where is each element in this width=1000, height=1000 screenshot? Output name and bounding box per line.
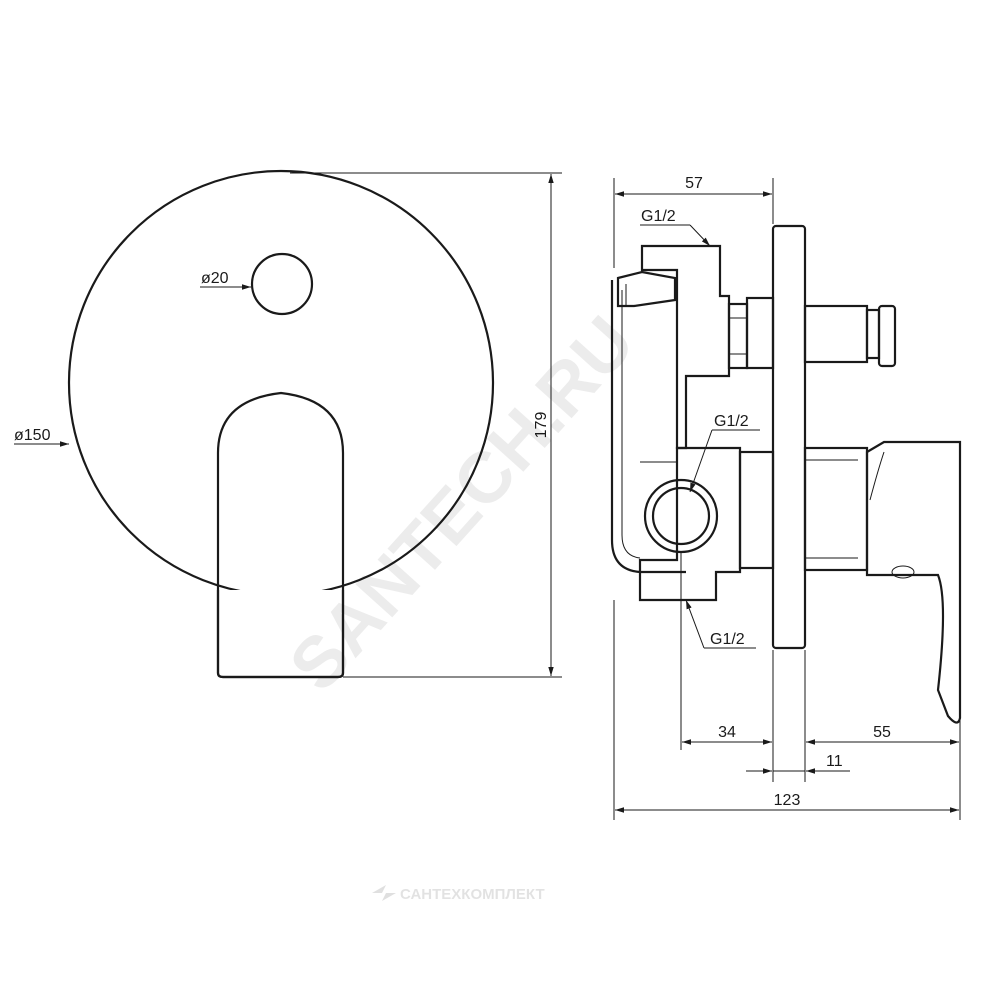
- dim-11-label: 11: [826, 753, 843, 770]
- thread-middle-label: G1/2: [714, 413, 749, 430]
- outlet-port-outer: [643, 478, 719, 554]
- dim-height-label: 179: [533, 412, 550, 439]
- leader-thread-bottom: [685, 599, 705, 649]
- dim-123-label: 123: [774, 792, 801, 809]
- side-view: 57 G1/2 G1/2 G1/2 34 55 11 123: [610, 175, 962, 820]
- diverter-knob: [877, 304, 897, 368]
- watermark-text: SANTECH.RU: [275, 302, 650, 706]
- dim-plate-diameter-label: ø150: [14, 427, 51, 444]
- footer-watermark-text: САНТЕХКОМПЛЕКТ: [400, 886, 545, 903]
- outlet-port-inner: [651, 486, 711, 546]
- dim-55-label: 55: [873, 724, 891, 741]
- leader-thread-middle: [689, 429, 713, 493]
- footer-logo-icon: [372, 885, 396, 901]
- diverter-button: [250, 252, 314, 316]
- watermark: SANTECH.RU: [275, 302, 650, 706]
- upper-body: [640, 244, 731, 450]
- dim-57-label: 57: [685, 175, 703, 192]
- footer-watermark: САНТЕХКОМПЛЕКТ: [372, 885, 545, 903]
- thread-bottom-label: G1/2: [710, 631, 745, 648]
- wall-plate: [771, 224, 807, 650]
- dim-34-label: 34: [718, 724, 736, 741]
- leader-thread-top: [689, 224, 711, 247]
- front-view: 179 ø150 ø20: [14, 169, 562, 679]
- side-lever-handle: [865, 440, 962, 724]
- thread-top-label: G1/2: [641, 208, 676, 225]
- diverter-rod: [803, 304, 869, 364]
- dim-button-diameter-label: ø20: [201, 270, 229, 287]
- cartridge: [738, 450, 775, 570]
